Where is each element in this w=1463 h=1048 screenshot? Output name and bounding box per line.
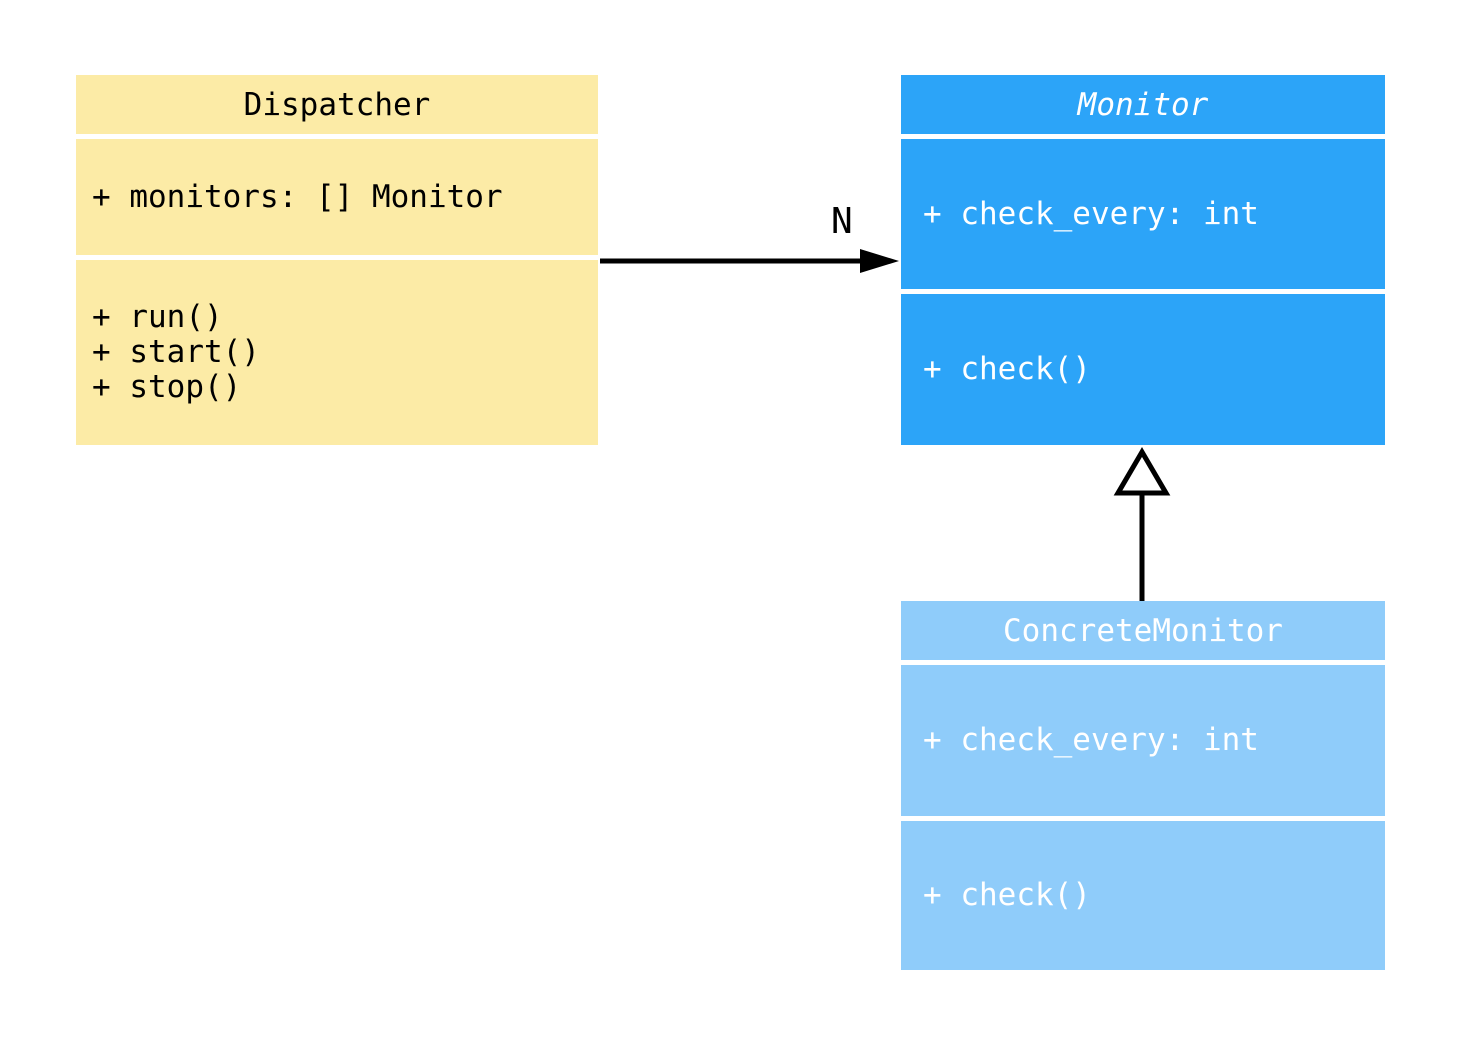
association-arrowhead-icon [860,249,899,273]
class-method: + check() [923,877,1091,913]
inheritance-triangle-icon [1113,447,1171,496]
class-method: + start() [92,334,260,370]
class-attributes-section: + monitors: [] Monitor [76,139,598,255]
class-attribute: + check_every: int [923,722,1259,758]
class-method: + run() [92,299,223,335]
association-multiplicity-label: N [831,201,853,242]
class-attributes-section: + check_every: int [901,139,1385,289]
class-attributes-section: + check_every: int [901,665,1385,816]
class-methods-section: + check() [901,821,1385,970]
class-method: + stop() [92,369,242,405]
class-methods-section: + check() [901,294,1385,445]
class-attribute: + check_every: int [923,195,1259,232]
class-title: Monitor [901,75,1385,134]
class-box-dispatcher: Dispatcher + monitors: [] Monitor + run(… [76,75,598,445]
class-attribute: + monitors: [] Monitor [92,178,503,215]
class-methods-section: + run() + start() + stop() [76,260,598,445]
class-box-concretemonitor: ConcreteMonitor + check_every: int + che… [901,601,1385,970]
class-method: + check() [923,351,1091,387]
class-title: ConcreteMonitor [901,601,1385,660]
class-box-monitor: Monitor + check_every: int + check() [901,75,1385,445]
class-title: Dispatcher [76,75,598,134]
